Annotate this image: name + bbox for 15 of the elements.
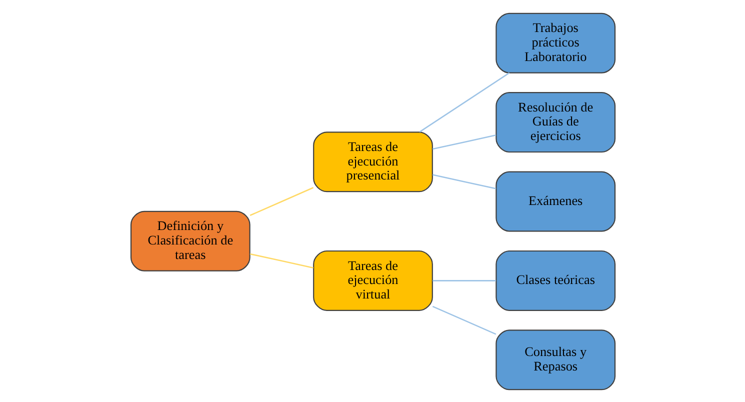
node-box: Resolución de Guías de ejercicios — [495, 92, 616, 152]
node-box: Definición y Clasificación de tareas — [130, 210, 250, 271]
connector — [432, 305, 496, 334]
node-box: Tareas de ejecución virtual — [312, 250, 432, 310]
node-box: Consultas y Repasos — [495, 329, 616, 390]
connector — [249, 252, 313, 268]
node-box: Clases teóricas — [495, 250, 616, 310]
connector — [418, 72, 510, 132]
node-box: Tareas de ejecución presencial — [312, 131, 432, 192]
connector — [249, 186, 314, 216]
connector — [432, 280, 496, 281]
connector — [432, 174, 496, 189]
connector — [432, 134, 496, 150]
node-box: Trabajos prácticos Laboratorio — [495, 12, 616, 73]
node-box: Exámenes — [495, 170, 616, 232]
